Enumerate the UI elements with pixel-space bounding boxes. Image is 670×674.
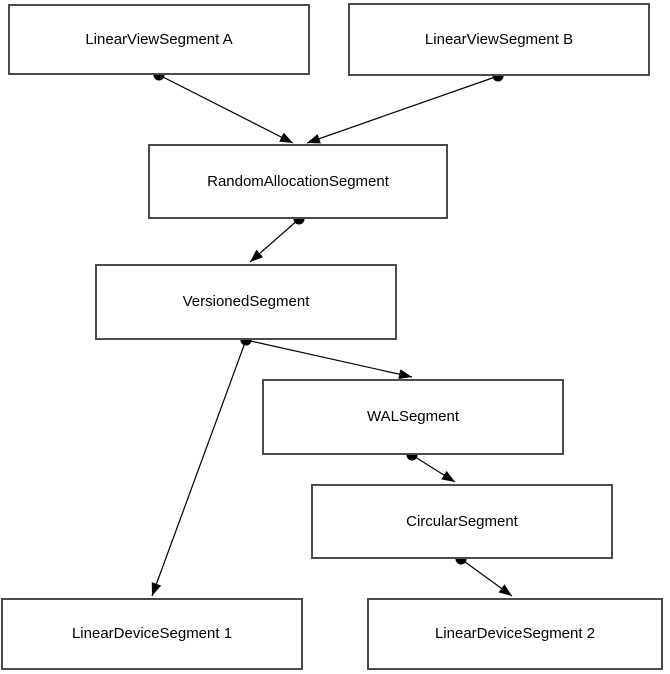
node-random-allocation-segment: RandomAllocationSegment — [148, 144, 448, 219]
edge-circular-segment-to-linear-device-segment-2 — [460, 558, 513, 597]
node-label-linear-view-segment-b: LinearViewSegment B — [424, 30, 574, 48]
node-label-circular-segment: CircularSegment — [406, 512, 518, 530]
edge-linear-view-segment-a-to-random-allocation-segment — [158, 74, 294, 144]
node-linear-view-segment-b: LinearViewSegment B — [348, 3, 650, 76]
node-circular-segment: CircularSegment — [311, 484, 613, 559]
node-label-linear-device-segment-2: LinearDeviceSegment 2 — [434, 625, 596, 642]
edge-random-allocation-segment-to-versioned-segment — [249, 218, 300, 263]
edge-wal-segment-to-circular-segment — [411, 454, 456, 483]
node-label-versioned-segment: VersionedSegment — [182, 293, 310, 310]
node-label-wal-segment: WALSegment — [367, 408, 459, 425]
node-label-linear-device-segment-1: LinearDeviceSegment 1 — [71, 625, 233, 642]
edge-versioned-segment-to-linear-device-segment-1 — [151, 339, 247, 597]
node-versioned-segment: VersionedSegment — [95, 264, 397, 340]
edge-versioned-segment-to-wal-segment — [245, 339, 413, 380]
node-label-linear-view-segment-a: LinearViewSegment A — [85, 30, 233, 48]
edge-linear-view-segment-b-to-random-allocation-segment — [306, 75, 499, 144]
node-linear-device-segment-1: LinearDeviceSegment 1 — [1, 598, 303, 670]
node-wal-segment: WALSegment — [262, 379, 564, 455]
node-linear-device-segment-2: LinearDeviceSegment 2 — [367, 598, 663, 670]
node-linear-view-segment-a: LinearViewSegment A — [8, 4, 310, 75]
node-label-random-allocation-segment: RandomAllocationSegment — [207, 172, 389, 190]
